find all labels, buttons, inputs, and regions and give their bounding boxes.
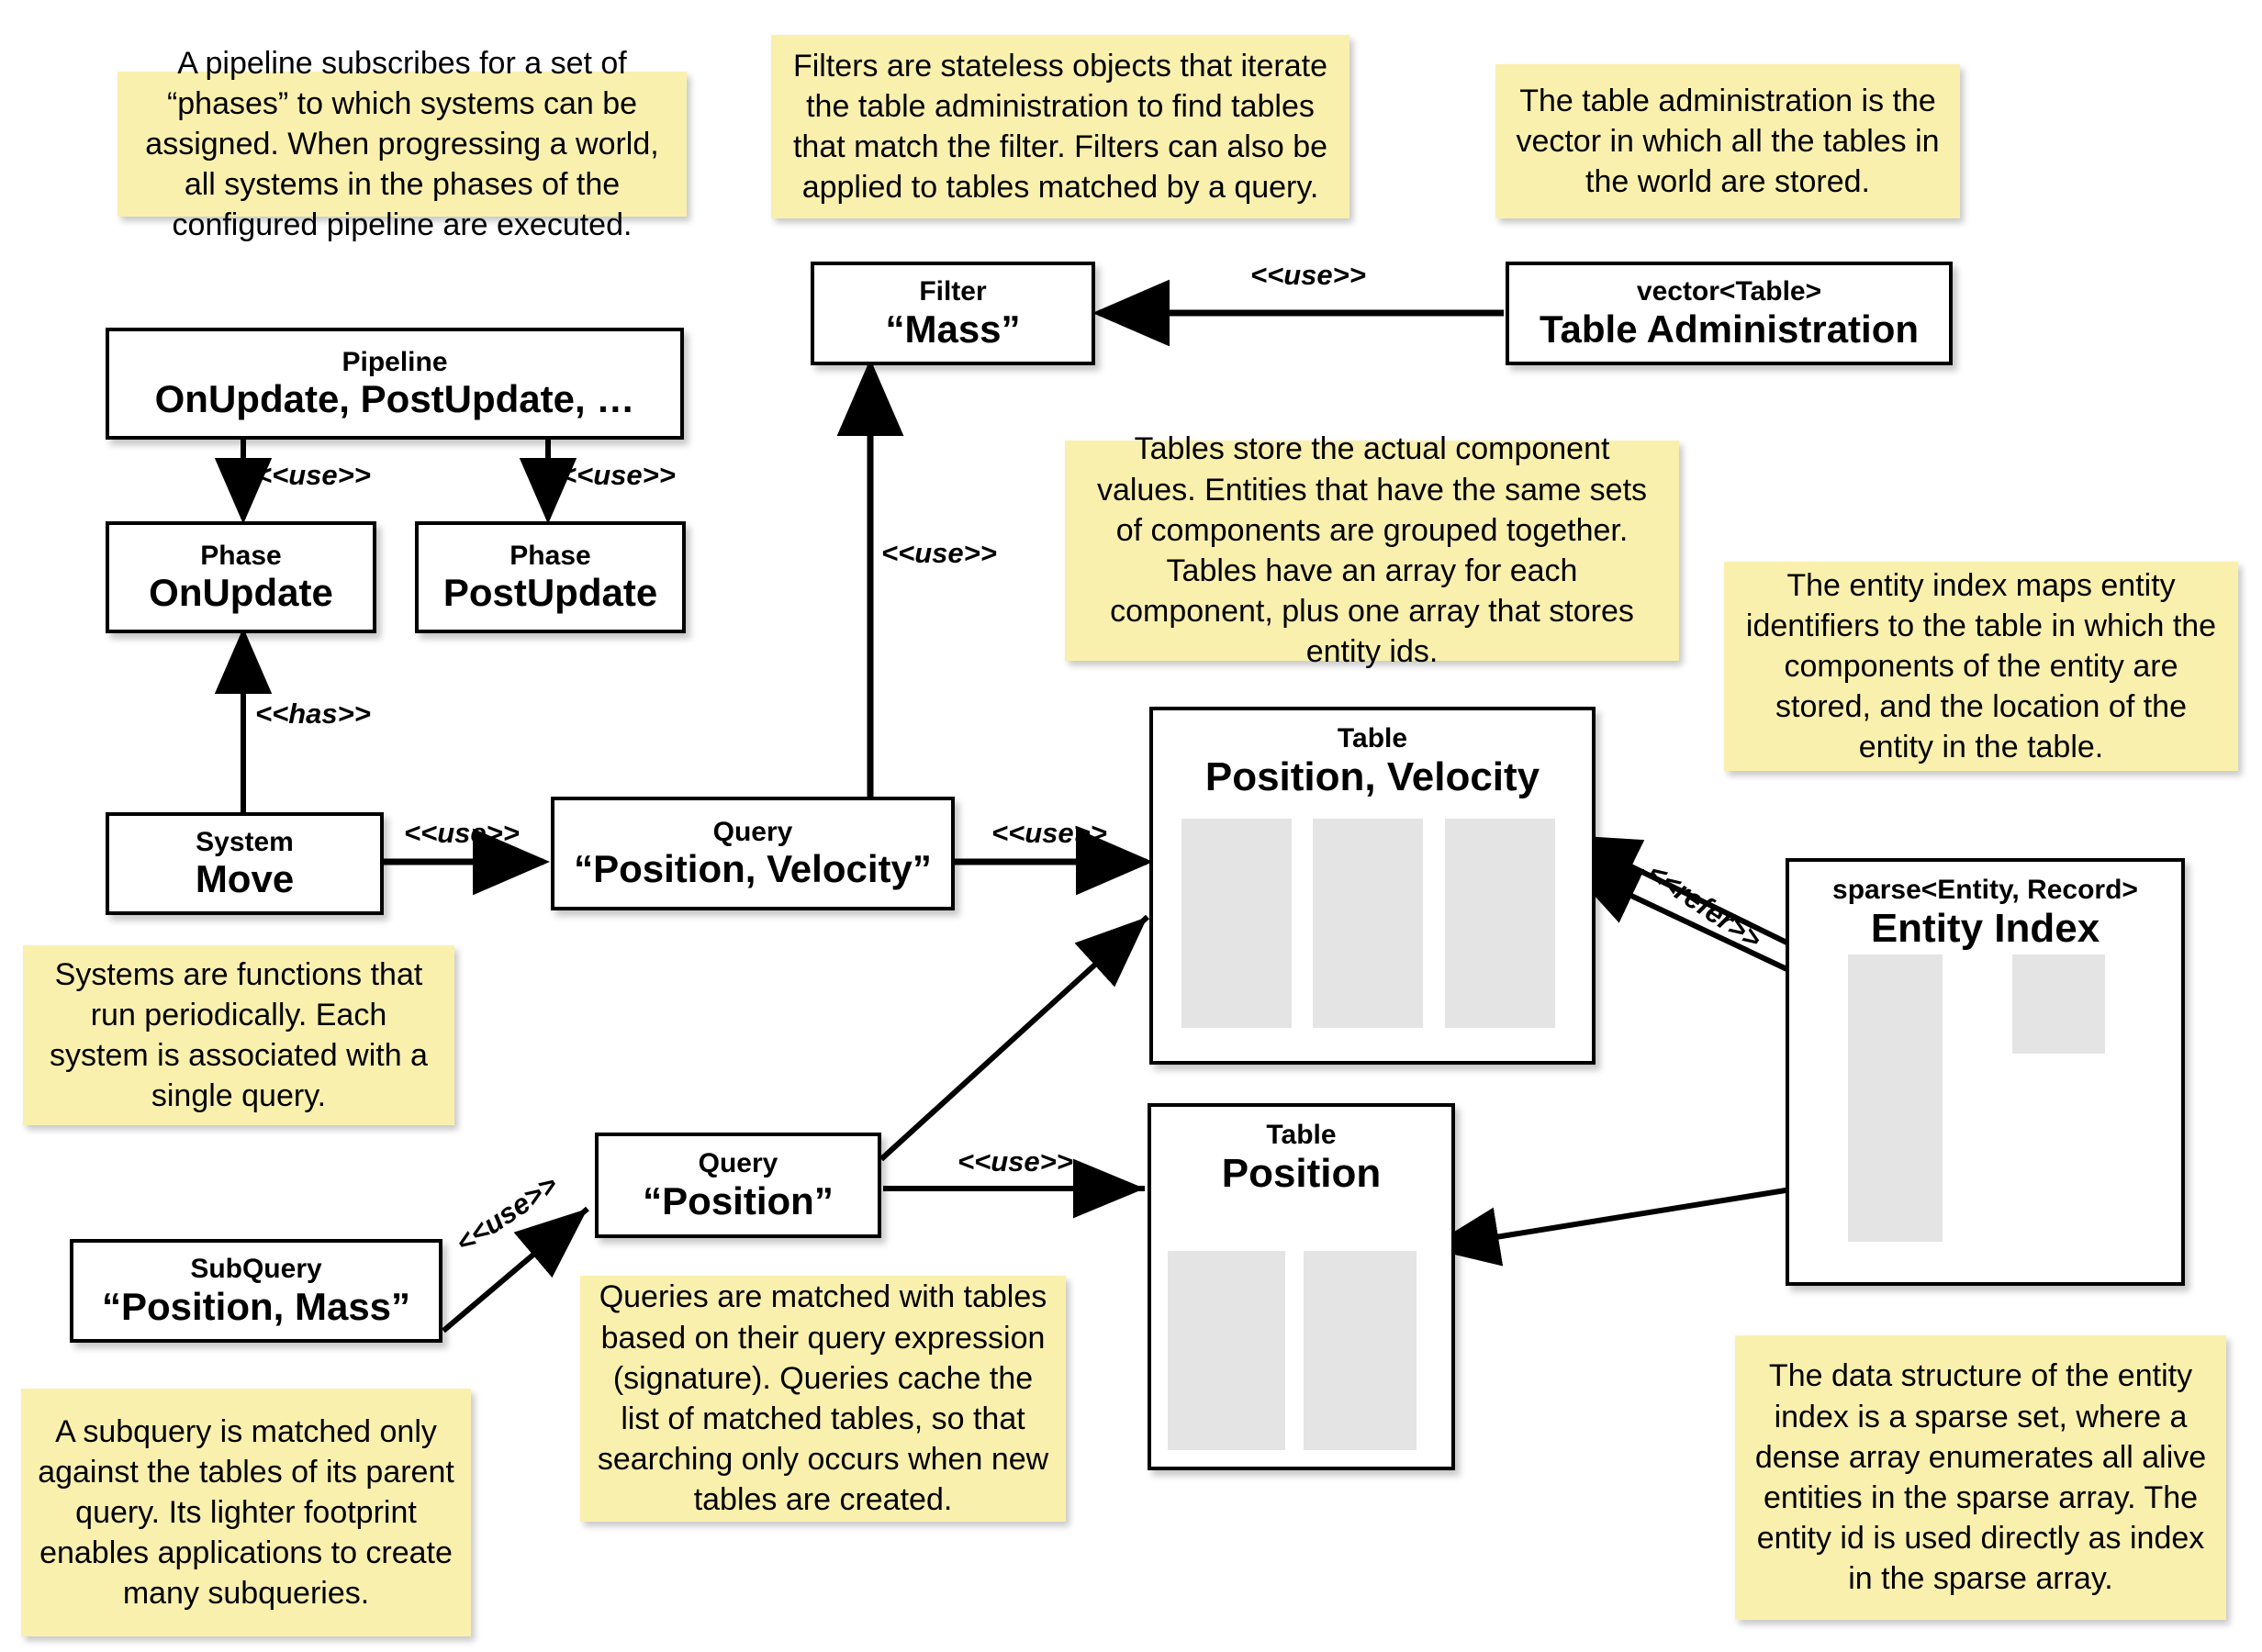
box-query-pos[interactable]: Query “Position”: [595, 1133, 881, 1238]
box-query-posvel[interactable]: Query “Position, Velocity”: [551, 797, 955, 910]
box-system-move-stereotype: System: [196, 826, 294, 857]
edge-entityindex-table-pos: [1427, 1178, 1843, 1267]
note-pipeline-text: A pipeline subscribes for a set of “phas…: [145, 45, 659, 243]
note-subquery-text: A subquery is matched only against the t…: [38, 1413, 454, 1612]
note-subquery: A subquery is matched only against the t…: [21, 1389, 471, 1636]
edge-label-system-query: <<use>>: [404, 817, 520, 849]
box-table-pos-name: Position: [1221, 1150, 1382, 1196]
note-table-admin: The table administration is the vector i…: [1495, 64, 1960, 218]
box-pipeline[interactable]: Pipeline OnUpdate, PostUpdate, …: [106, 328, 684, 440]
box-table-admin-name: Table Administration: [1539, 307, 1920, 351]
box-table-posvel-name: Position, Velocity: [1204, 753, 1540, 799]
table-pos-column-2: [1304, 1251, 1417, 1450]
box-pipeline-stereotype: Pipeline: [342, 346, 448, 377]
box-table-posvel-stereotype: Table: [1337, 723, 1408, 753]
note-filter-text: Filters are stateless objects that itera…: [792, 48, 1328, 206]
note-sparse-set: The data structure of the entity index i…: [1735, 1335, 2226, 1620]
entity-index-dense-array: [2012, 954, 2105, 1054]
box-system-move-name: Move: [195, 857, 295, 901]
box-table-admin[interactable]: vector<Table> Table Administration: [1506, 262, 1953, 365]
note-queries-text: Queries are matched with tables based on…: [597, 1279, 1049, 1518]
note-entity-index-text: The entity index maps entity identifiers…: [1745, 567, 2217, 765]
note-table-admin-text: The table administration is the vector i…: [1516, 83, 1940, 200]
box-system-move[interactable]: System Move: [106, 812, 384, 915]
box-table-pos-stereotype: Table: [1266, 1120, 1337, 1150]
note-queries: Queries are matched with tables based on…: [580, 1276, 1066, 1522]
edge-label-query-filter: <<use>>: [881, 537, 997, 569]
edge-label-pipeline-postupdate: <<use>>: [560, 459, 676, 491]
box-filter-mass-stereotype: Filter: [919, 276, 987, 307]
box-subquery-posmass[interactable]: SubQuery “Position, Mass”: [70, 1239, 442, 1343]
entity-index-sparse-array: [1848, 954, 1943, 1242]
edge-label-entityindex-refer: <<refer>>: [1641, 856, 1768, 956]
note-filter: Filters are stateless objects that itera…: [771, 35, 1349, 218]
note-systems: Systems are functions that run periodica…: [23, 945, 454, 1125]
note-pipeline: A pipeline subscribes for a set of “phas…: [118, 46, 687, 242]
box-phase-postupdate-name: PostUpdate: [442, 571, 658, 615]
edge-querypos-table-posvel: [879, 914, 1150, 1162]
box-phase-onupdate-name: OnUpdate: [149, 571, 333, 615]
box-entity-index[interactable]: sparse<Entity, Record> Entity Index: [1786, 858, 2185, 1286]
table-posvel-column-1: [1181, 819, 1292, 1028]
table-pos-column-1: [1168, 1251, 1285, 1450]
edge-label-system-phase: <<has>>: [255, 698, 371, 730]
box-entity-index-stereotype: sparse<Entity, Record>: [1832, 875, 2138, 905]
box-pipeline-name: OnUpdate, PostUpdate, …: [154, 377, 635, 421]
box-phase-postupdate[interactable]: Phase PostUpdate: [415, 521, 686, 633]
edge-label-query-table-posvel: <<use>>: [991, 817, 1107, 849]
box-phase-postupdate-stereotype: Phase: [510, 540, 591, 571]
box-phase-onupdate[interactable]: Phase OnUpdate: [106, 521, 376, 633]
note-tables-text: Tables store the actual component values…: [1096, 431, 1648, 670]
note-entity-index: The entity index maps entity identifiers…: [1724, 562, 2238, 771]
edge-label-querypos-table-pos: <<use>>: [957, 1145, 1073, 1178]
box-phase-onupdate-stereotype: Phase: [200, 540, 282, 571]
edge-label-pipeline-onupdate: <<use>>: [255, 459, 371, 491]
box-query-posvel-stereotype: Query: [712, 816, 793, 847]
edge-label-subquery-query: <<use>>: [449, 1167, 564, 1260]
table-posvel-column-2: [1313, 819, 1423, 1028]
box-query-pos-name: “Position”: [643, 1178, 834, 1222]
note-sparse-set-text: The data structure of the entity index i…: [1754, 1358, 2207, 1597]
box-subquery-posmass-stereotype: SubQuery: [190, 1254, 322, 1285]
box-query-pos-stereotype: Query: [698, 1148, 778, 1179]
box-filter-mass[interactable]: Filter “Mass”: [811, 262, 1095, 365]
box-query-posvel-name: “Position, Velocity”: [574, 847, 932, 891]
edge-label-tableadmin-filter: <<use>>: [1250, 259, 1366, 291]
box-entity-index-name: Entity Index: [1870, 905, 2100, 951]
note-systems-text: Systems are functions that run periodica…: [50, 956, 428, 1114]
note-tables: Tables store the actual component values…: [1065, 431, 1679, 669]
box-table-admin-stereotype: vector<Table>: [1636, 276, 1822, 307]
box-subquery-posmass-name: “Position, Mass”: [101, 1284, 411, 1328]
table-posvel-column-3: [1445, 819, 1555, 1028]
box-filter-mass-name: “Mass”: [885, 307, 1021, 351]
